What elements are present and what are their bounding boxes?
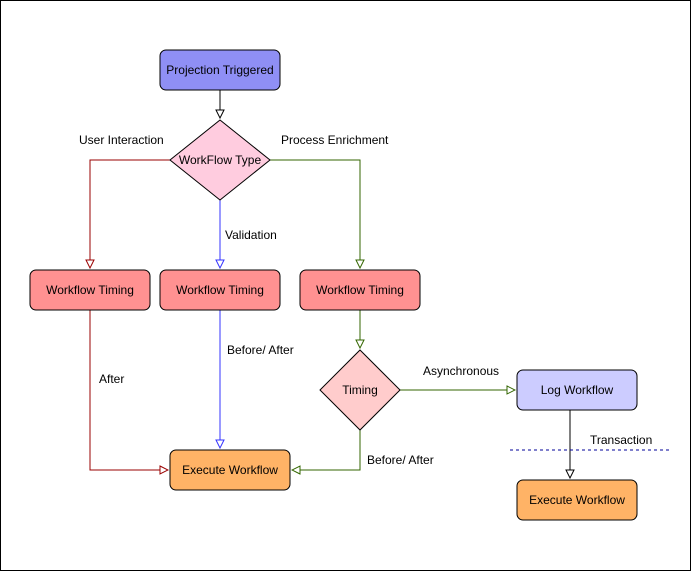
node-workflow-type[interactable]: WorkFlow Type [169,119,271,201]
node-log-workflow[interactable]: Log Workflow [516,369,638,411]
node-timing-center-shape [159,269,281,311]
node-projection-triggered-label: Projection Triggered [166,63,273,77]
node-timing-center-label: Workflow Timing [176,283,264,297]
node-timing-left[interactable]: Workflow Timing [29,269,151,311]
node-timing-right[interactable]: Workflow Timing [299,269,421,311]
label-process-enrichment: Process Enrichment [281,133,389,147]
edge-user-interaction [90,159,170,268]
edge-process-enrichment [270,159,360,268]
node-execute-main-label: Execute Workflow [182,463,278,477]
edge-before-after-right [292,430,361,470]
node-execute-async[interactable]: Execute Workflow [516,479,638,521]
node-workflow-type-shape [169,119,271,201]
node-execute-main-shape [169,449,291,491]
label-user-interaction: User Interaction [79,133,164,147]
node-timing-right-label: Workflow Timing [316,283,404,297]
label-transaction: Transaction [590,433,652,447]
node-execute-async-shape [516,479,638,521]
node-timing-decision[interactable]: Timing [319,349,401,431]
label-after: After [99,372,124,386]
node-timing-left-shape [29,269,151,311]
edge-after [89,310,168,470]
node-workflow-type-label: WorkFlow Type [179,153,262,167]
node-log-workflow-shape [516,369,638,411]
node-projection-triggered[interactable]: Projection Triggered [159,49,281,91]
label-before-after-right: Before/ After [367,453,434,467]
node-execute-async-label: Execute Workflow [529,493,625,507]
node-timing-right-shape [299,269,421,311]
node-log-workflow-label: Log Workflow [541,383,614,397]
node-timing-decision-label: Timing [342,383,378,397]
label-asynchronous: Asynchronous [423,364,499,378]
node-timing-center[interactable]: Workflow Timing [159,269,281,311]
node-timing-decision-shape [319,349,401,431]
node-timing-left-label: Workflow Timing [46,283,134,297]
label-before-after-center: Before/ After [227,343,294,357]
node-execute-main[interactable]: Execute Workflow [169,449,291,491]
label-validation: Validation [225,228,277,242]
node-projection-triggered-shape [159,49,281,91]
